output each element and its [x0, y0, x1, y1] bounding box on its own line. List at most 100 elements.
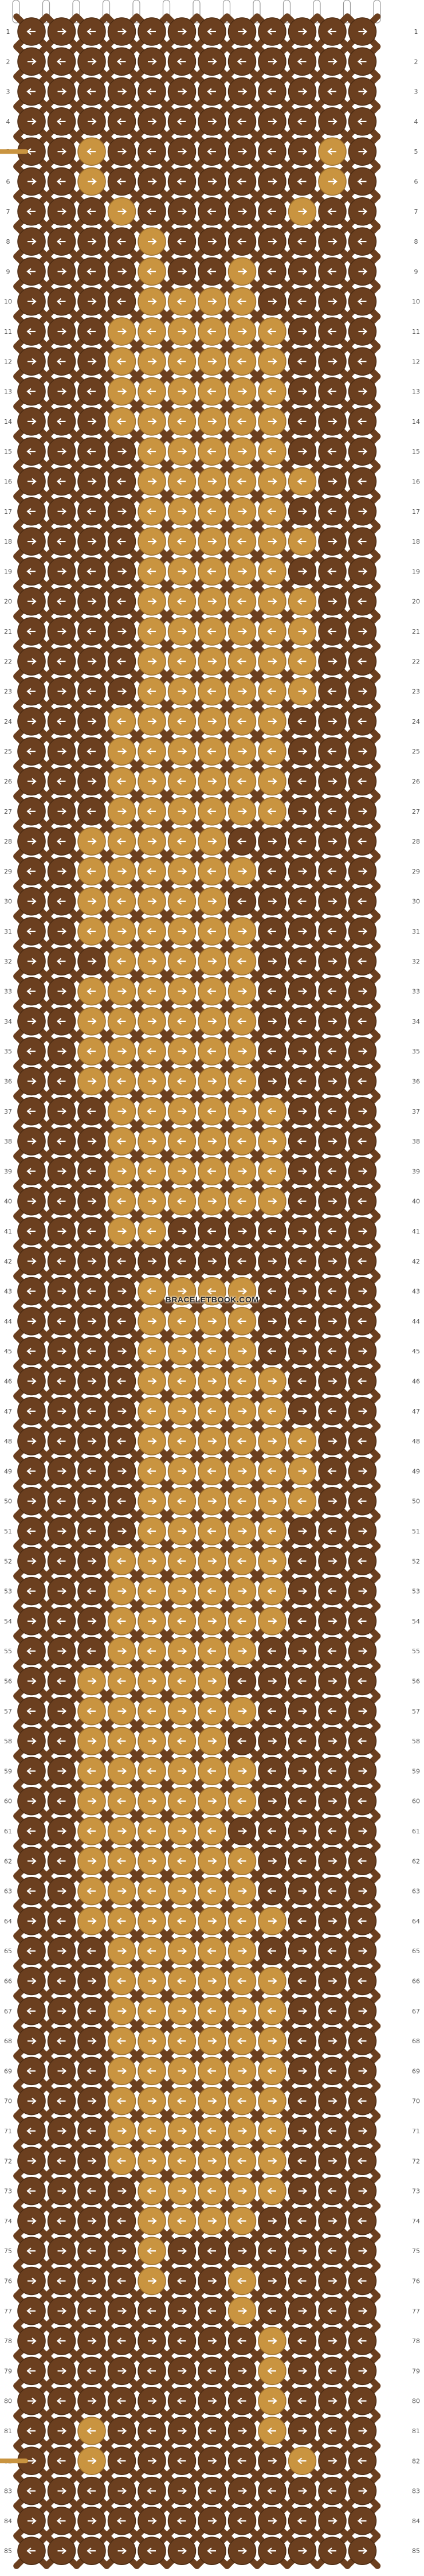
arrow-left-icon — [267, 2487, 276, 2495]
arrow-right-icon — [28, 598, 37, 605]
row-number-right: 53 — [412, 1588, 420, 1595]
arrow-left-icon — [327, 807, 336, 815]
knot — [348, 2117, 377, 2145]
knot — [258, 437, 286, 466]
arrow-left-icon — [26, 508, 36, 515]
arrow-left-icon — [267, 1107, 276, 1115]
arrow-left-icon — [237, 897, 246, 905]
knot — [47, 2327, 76, 2355]
knot — [77, 2356, 106, 2386]
row-number-left: 62 — [4, 1857, 12, 1865]
arrow-right-icon — [148, 2337, 157, 2344]
arrow-right-icon — [148, 1258, 157, 1265]
knot — [198, 2146, 226, 2176]
arrow-right-icon — [88, 478, 97, 485]
knot — [47, 767, 76, 796]
row-number-left: 61 — [4, 1828, 12, 1835]
arrow-left-icon — [176, 897, 186, 905]
knot — [107, 1666, 136, 1696]
knot — [167, 827, 197, 856]
arrow-left-icon — [297, 1258, 307, 1265]
knot — [138, 767, 166, 796]
knot — [107, 1847, 136, 1876]
arrow-right-icon — [238, 1228, 248, 1235]
knot — [138, 917, 166, 946]
knot — [198, 1097, 226, 1126]
arrow-left-icon — [207, 1168, 216, 1175]
row-number-right: 39 — [412, 1168, 420, 1175]
knot — [198, 2266, 226, 2296]
knot — [258, 2207, 286, 2235]
knot — [318, 1607, 347, 1636]
arrow-left-icon — [237, 58, 246, 65]
arrow-left-icon — [207, 508, 216, 515]
arrow-right-icon — [88, 658, 97, 665]
row-number-right: 31 — [412, 928, 420, 935]
arrow-right-icon — [298, 628, 308, 635]
row-number-left: 37 — [4, 1108, 12, 1115]
arrow-right-icon — [238, 568, 248, 575]
knot — [17, 2446, 46, 2476]
arrow-left-icon — [116, 1078, 126, 1085]
knot — [258, 2327, 286, 2355]
knot — [258, 1157, 286, 1186]
arrow-left-icon — [357, 298, 367, 305]
arrow-left-icon — [56, 1318, 66, 1325]
arrow-left-icon — [116, 2157, 126, 2165]
row-number-right: 55 — [412, 1648, 420, 1655]
knot — [47, 977, 76, 1006]
row-number-right: 34 — [412, 1018, 420, 1025]
knot — [288, 2507, 317, 2535]
arrow-left-icon — [297, 2218, 307, 2224]
knot — [318, 1907, 347, 1935]
arrow-left-icon — [87, 148, 96, 155]
knot — [17, 2086, 46, 2116]
knot — [167, 2086, 197, 2116]
knot — [288, 1847, 317, 1876]
arrow-left-icon — [327, 928, 336, 935]
knot — [288, 437, 317, 466]
arrow-left-icon — [116, 418, 126, 425]
knot — [258, 617, 286, 646]
arrow-left-icon — [237, 2218, 246, 2224]
arrow-left-icon — [176, 1738, 186, 1744]
arrow-left-icon — [297, 178, 307, 185]
row-number-right: 73 — [412, 2188, 420, 2195]
arrow-right-icon — [208, 1258, 217, 1265]
knot — [77, 1337, 106, 1365]
knot — [167, 647, 197, 676]
knot — [288, 707, 317, 736]
arrow-left-icon — [176, 1078, 186, 1085]
knot — [77, 347, 106, 376]
knot — [258, 1607, 286, 1636]
knot — [107, 2146, 136, 2176]
knot — [258, 557, 286, 586]
knot — [348, 1576, 377, 1606]
knot — [227, 257, 257, 286]
knot — [348, 887, 377, 916]
arrow-left-icon — [87, 28, 96, 35]
arrow-left-icon — [327, 1287, 336, 1295]
arrow-right-icon — [57, 1648, 67, 1655]
row-number-left: 23 — [4, 688, 12, 696]
arrow-left-icon — [327, 568, 336, 575]
knot — [198, 47, 226, 76]
knot — [227, 1217, 257, 1246]
row-number-left: 85 — [4, 2547, 12, 2555]
arrow-left-icon — [116, 1618, 126, 1625]
knot — [47, 257, 76, 286]
knot — [167, 197, 197, 226]
arrow-right-icon — [28, 2218, 37, 2224]
arrow-right-icon — [57, 448, 67, 455]
arrow-left-icon — [207, 2007, 216, 2015]
knot — [198, 1007, 226, 1036]
knot — [138, 797, 166, 826]
knot — [288, 377, 317, 406]
arrow-right-icon — [358, 628, 368, 635]
arrow-left-icon — [176, 2097, 186, 2105]
row-number-right: 38 — [412, 1138, 420, 1145]
knot — [17, 1547, 46, 1576]
knot — [258, 137, 286, 166]
arrow-left-icon — [327, 868, 336, 875]
knot — [198, 2476, 226, 2505]
